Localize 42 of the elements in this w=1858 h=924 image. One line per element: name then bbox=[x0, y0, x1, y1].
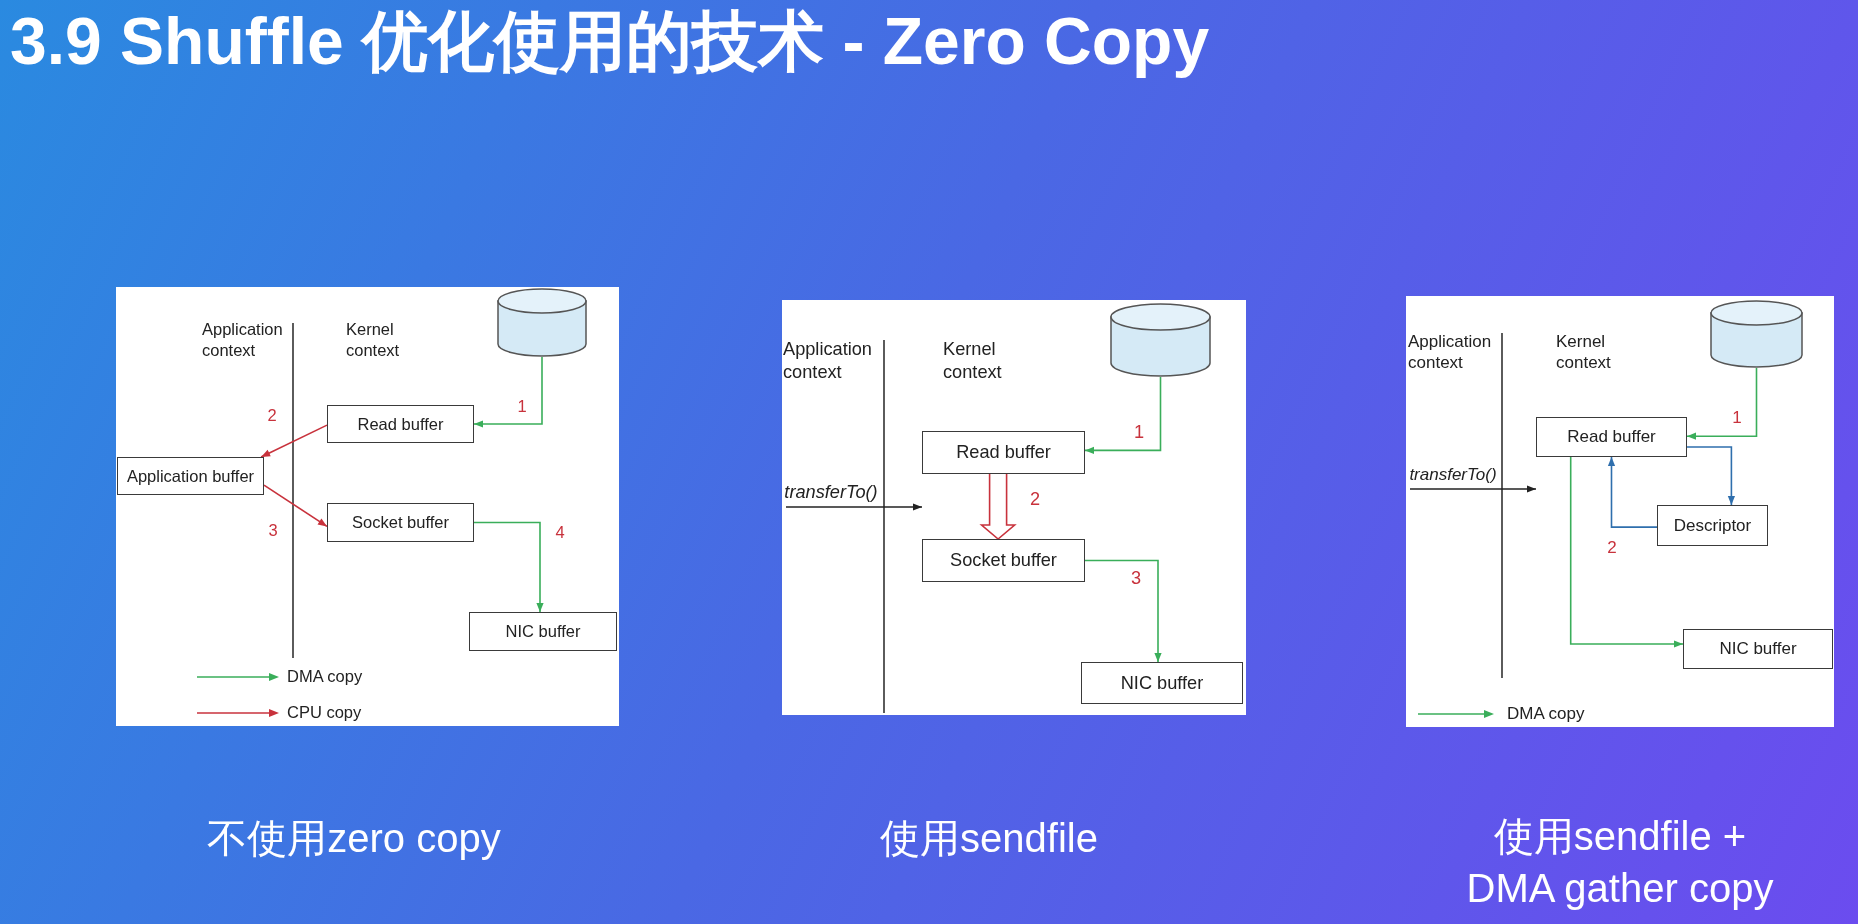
cylinder-icon bbox=[1710, 300, 1803, 368]
process-box: Descriptor bbox=[1657, 505, 1768, 546]
arrow bbox=[260, 424, 328, 458]
process-box: Socket buffer bbox=[922, 539, 1085, 582]
arrow bbox=[1569, 456, 1684, 648]
process-box: Read buffer bbox=[922, 431, 1085, 474]
arrow bbox=[473, 356, 543, 428]
context-label: Kernel context bbox=[346, 319, 401, 361]
arrow bbox=[1607, 456, 1658, 528]
edge-label: transferTo() bbox=[1407, 465, 1499, 485]
diagram-panel bbox=[1406, 296, 1834, 727]
arrow bbox=[1409, 485, 1537, 493]
context-label: Application context bbox=[1408, 331, 1493, 374]
context-label: Kernel context bbox=[943, 338, 1003, 384]
process-box: Read buffer bbox=[327, 405, 474, 443]
slide-title: 3.9 Shuffle 优化使用的技术 - Zero Copy bbox=[10, 3, 1210, 80]
edge-label: transferTo() bbox=[782, 482, 880, 502]
block-arrow bbox=[979, 473, 1017, 541]
panel-label: 使用sendfile bbox=[879, 815, 1099, 862]
legend-label: DMA copy bbox=[1507, 703, 1585, 725]
arrow bbox=[1686, 446, 1735, 506]
process-box: Application buffer bbox=[117, 457, 264, 495]
cylinder-icon bbox=[1110, 303, 1211, 377]
context-label: Application context bbox=[202, 319, 284, 361]
legend-label: CPU copy bbox=[287, 703, 362, 723]
arrow bbox=[1084, 559, 1162, 663]
arrow bbox=[263, 484, 328, 528]
process-box: NIC buffer bbox=[469, 612, 617, 651]
arrow bbox=[473, 521, 544, 613]
arrow bbox=[1686, 367, 1758, 440]
arrow bbox=[785, 503, 923, 511]
context-label: Application context bbox=[783, 338, 873, 384]
context-label: Kernel context bbox=[1556, 331, 1612, 374]
panel-label: 使用sendfile + DMA gather copy bbox=[1465, 813, 1775, 912]
process-box: Read buffer bbox=[1536, 417, 1687, 457]
diagram-panel bbox=[782, 300, 1246, 715]
arrow bbox=[1084, 376, 1162, 454]
legend-label: DMA copy bbox=[287, 667, 363, 687]
process-box: NIC buffer bbox=[1683, 629, 1833, 669]
process-box: Socket buffer bbox=[327, 503, 474, 542]
process-box: NIC buffer bbox=[1081, 662, 1243, 704]
cylinder-icon bbox=[497, 288, 587, 357]
